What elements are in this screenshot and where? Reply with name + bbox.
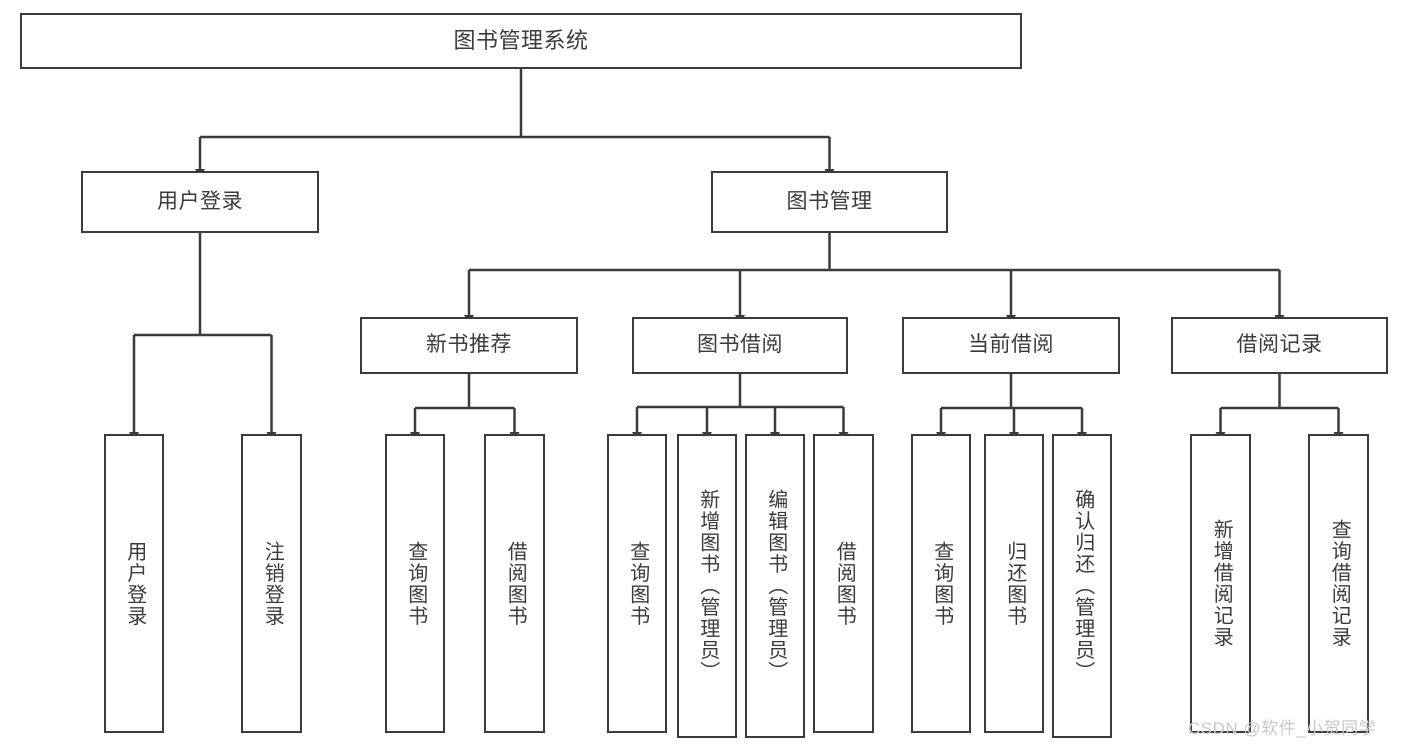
node-leaf-user-logout[interactable]: 注销登录 (241, 434, 302, 733)
node-leaf-edit-book[interactable]: 编辑图书（管理员） (745, 434, 805, 738)
node-leaf-user-login[interactable]: 用户登录 (104, 434, 164, 733)
node-new-book-rec[interactable]: 新书推荐 (360, 317, 578, 374)
node-label-loan-record: 借阅记录 (1236, 333, 1323, 357)
node-leaf-confirm-ret[interactable]: 确认归还（管理员） (1052, 434, 1112, 738)
node-root[interactable]: 图书管理系统 (20, 13, 1022, 69)
node-label-leaf-query-record: 查询借阅记录 (1328, 519, 1351, 648)
node-book-mgmt[interactable]: 图书管理 (711, 171, 948, 233)
node-leaf-query-book-1[interactable]: 查询图书 (385, 434, 445, 733)
node-leaf-query-book-2[interactable]: 查询图书 (607, 434, 667, 733)
node-label-leaf-user-logout: 注销登录 (261, 540, 284, 627)
node-label-leaf-add-book: 新增图书（管理员） (696, 489, 719, 683)
node-label-leaf-user-login: 用户登录 (123, 540, 146, 627)
node-label-leaf-borrow-book-1: 借阅图书 (504, 540, 527, 627)
node-leaf-borrow-book-2[interactable]: 借阅图书 (813, 434, 874, 733)
node-current-loan[interactable]: 当前借阅 (902, 317, 1120, 374)
node-label-leaf-borrow-book-2: 借阅图书 (833, 540, 856, 627)
node-label-leaf-query-book-3: 查询图书 (930, 540, 953, 627)
node-label-book-borrow: 图书借阅 (697, 333, 783, 357)
node-leaf-query-record[interactable]: 查询借阅记录 (1308, 434, 1369, 733)
node-label-user-login: 用户登录 (157, 189, 243, 213)
node-leaf-borrow-book-1[interactable]: 借阅图书 (484, 434, 545, 733)
node-label-leaf-add-record: 新增借阅记录 (1210, 519, 1233, 648)
node-label-current-loan: 当前借阅 (968, 333, 1054, 357)
node-label-book-mgmt: 图书管理 (786, 189, 873, 213)
node-loan-record[interactable]: 借阅记录 (1171, 317, 1388, 374)
node-label-leaf-return-book: 归还图书 (1003, 540, 1026, 627)
node-label-leaf-confirm-ret: 确认归还（管理员） (1071, 489, 1094, 683)
node-label-new-book-rec: 新书推荐 (426, 333, 512, 357)
node-label-root: 图书管理系统 (453, 28, 589, 54)
node-book-borrow[interactable]: 图书借阅 (632, 317, 848, 374)
node-leaf-query-book-3[interactable]: 查询图书 (911, 434, 971, 733)
node-label-leaf-edit-book: 编辑图书（管理员） (764, 489, 787, 683)
node-label-leaf-query-book-1: 查询图书 (404, 540, 427, 627)
node-leaf-return-book[interactable]: 归还图书 (984, 434, 1044, 733)
node-user-login[interactable]: 用户登录 (81, 171, 319, 233)
node-label-leaf-query-book-2: 查询图书 (626, 540, 649, 627)
node-leaf-add-record[interactable]: 新增借阅记录 (1190, 434, 1251, 733)
node-leaf-add-book[interactable]: 新增图书（管理员） (677, 434, 737, 738)
